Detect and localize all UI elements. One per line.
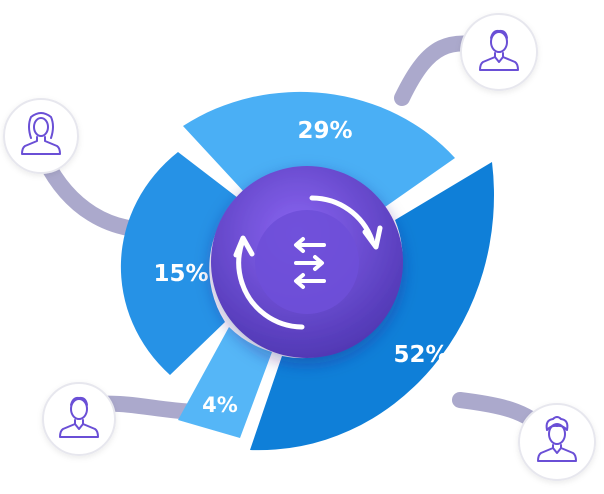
segment-label-4: 4%	[202, 393, 238, 417]
segment-29	[183, 91, 455, 207]
segment-15	[120, 152, 238, 375]
avatar-bottom-left	[42, 382, 116, 456]
avatar-top-right	[460, 13, 538, 91]
segment-label-15: 15%	[153, 261, 208, 287]
transfer-arrows-icon	[294, 237, 326, 289]
avatar-bottom-right	[518, 403, 596, 481]
segment-label-29: 29%	[297, 118, 352, 144]
male-user-icon	[59, 396, 99, 438]
circular-arrows-icon	[233, 195, 383, 330]
curly-hair-user-icon	[537, 416, 577, 462]
segment-label-52: 52%	[393, 342, 448, 368]
segment-4	[178, 327, 272, 438]
male-user-icon	[479, 29, 519, 71]
female-user-icon	[21, 112, 61, 155]
avatar-left	[3, 98, 79, 174]
pie-segments	[120, 91, 494, 451]
segment-52	[250, 162, 494, 451]
central-hub	[211, 166, 403, 358]
